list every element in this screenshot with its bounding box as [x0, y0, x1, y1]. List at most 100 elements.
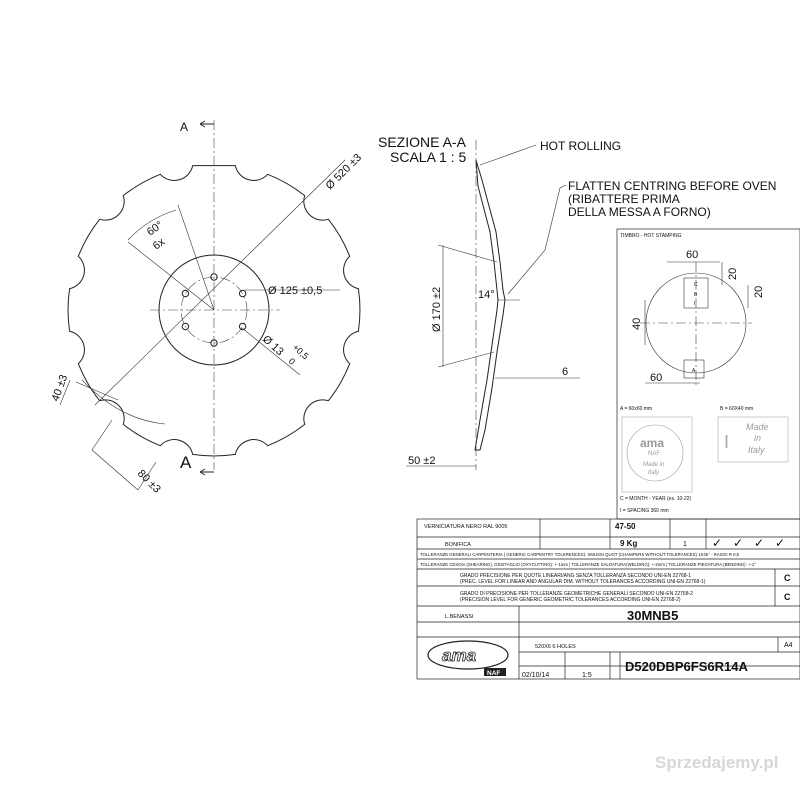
made-italy-line-1: Made [746, 422, 769, 432]
hole-leader [241, 327, 301, 376]
disc-front-view: A A Ø 520 ±3 60° 6x Ø 125 ±0,5 Ø 13 +0,5… [50, 120, 364, 496]
stamp-mark-i: I [694, 301, 695, 307]
title-block: VERNICIATURA NERO RAL 9005 47-50 BONIFIC… [416, 518, 800, 680]
notch-depth-ext [75, 381, 119, 401]
stamp-box-bottom [683, 359, 705, 379]
tb-date: 02/10/14 [522, 672, 549, 679]
tb-check-2: ✓ [733, 536, 743, 550]
count-label: 6x [151, 236, 168, 253]
tb-linear-grade: C [784, 573, 791, 583]
tb-logo-brand: ama [442, 646, 476, 665]
notch-width-line [91, 449, 139, 491]
notch-section-arc [81, 379, 166, 425]
ama-logo-stamp: ama NAF Made in Italy [621, 416, 693, 493]
made-italy-line-2: in [754, 433, 761, 443]
tb-geom-2: (PRECISION LEVEL FOR GENERIC GEOMETRIC T… [460, 597, 681, 603]
stamp-mark-a: A [692, 368, 696, 374]
hot-rolling-note: HOT ROLLING [540, 139, 621, 153]
tb-weight: 9 Kg [620, 539, 637, 548]
flatten-note-3: DELLA MESSA A FORNO) [568, 205, 711, 219]
tb-format: A4 [784, 642, 793, 649]
watermark: Sprzedajemy.pl [655, 753, 778, 772]
stamp-mark-b: B [694, 292, 698, 298]
made-in-italy-stamp: I Made in Italy [717, 416, 789, 463]
bolt-hole [238, 289, 247, 298]
tb-check-3: ✓ [754, 536, 764, 550]
tb-designer: L.BENASSI [445, 614, 474, 620]
angle-ray-a [127, 241, 215, 311]
section-arrow-bottom [199, 468, 214, 476]
tb-geom-1: GRADO DI PRECISIONE PER TOLLERANZE GEOME… [460, 591, 693, 597]
stamp-dim-60-bottom: 60 [650, 372, 662, 384]
tb-paint: VERNICIATURA NERO RAL 9005 [424, 524, 507, 530]
bolt-circle-label: Ø 125 ±0,5 [268, 285, 322, 297]
ama-logo-made-2: Italy [648, 470, 660, 476]
disc-outline [67, 165, 361, 457]
stamp-mark-c: C [694, 282, 698, 288]
section-letter-bottom: A [180, 453, 192, 472]
tb-logo-sub: NAF [487, 670, 500, 677]
bolt-hole [181, 322, 190, 331]
notch-depth-line [59, 379, 71, 406]
title-block-logo: ama NAF [427, 640, 509, 677]
tb-treatment: BONIFICA [445, 542, 471, 548]
bolt-hole [181, 289, 190, 298]
ama-logo-brand: ama [640, 436, 664, 450]
notch-depth-label: 40 ±3 [50, 373, 71, 403]
disc-section-profile [474, 159, 506, 451]
stamp-dim-60-top: 60 [686, 249, 698, 261]
angle-ray-b [177, 204, 215, 311]
stamping-sheet: TIMBRO - HOT STAMPING C B I A 60 20 20 4… [616, 228, 800, 520]
tb-scale: 1:5 [582, 672, 592, 679]
tb-linear-2: (PREC. LEVEL FOR LINEAR AND ANGULAR DIM.… [460, 579, 706, 585]
outer-dia-label: Ø 520 ±3 [324, 152, 364, 192]
dish-depth-label: 50 ±2 [408, 455, 435, 467]
stamp-dim-40: 40 [631, 318, 643, 330]
bolt-hole [238, 322, 247, 331]
stamp-note-c: C = MONTH - YEAR (es. 10-22) [620, 496, 692, 502]
tb-material: 30MNB5 [627, 608, 678, 623]
stamp-note-i: I = SPACING 360 mm [620, 508, 669, 514]
center-flat-ext-top [437, 244, 498, 263]
section-scale: SCALA 1 : 5 [390, 149, 466, 165]
section-arrow-top [199, 120, 214, 128]
tb-check-1: ✓ [712, 536, 722, 550]
stamp-note-b: B = 60X40 mm [720, 406, 753, 412]
made-italy-mark-i: I [724, 432, 729, 452]
angle-label: 60° [145, 219, 166, 238]
tb-code: D520DBP6FS6R14A [625, 659, 748, 674]
stamp-dim-20b: 20 [753, 286, 765, 298]
angle-arc [127, 209, 177, 241]
stamp-dim-20a: 20 [727, 268, 739, 280]
flatten-note-1: FLATTEN CENTRING BEFORE OVEN [568, 179, 776, 193]
hot-rolling-leader [479, 144, 537, 166]
section-title: SEZIONE A-A [378, 134, 467, 150]
notch-width-label: 80 ±3 [135, 468, 163, 496]
outer-dia-leader [94, 159, 346, 406]
tb-description: 520X6 6 HOLES [535, 644, 576, 650]
notch-width-ext-a [91, 419, 113, 451]
tb-linear-1: GRADO PRECISIONE PER QUOTE LINEARI/ANG S… [460, 573, 691, 579]
flatten-note-2: (RIBATTERE PRIMA [568, 192, 680, 206]
tb-hardness: 47-50 [615, 522, 636, 531]
stamping-frame [616, 228, 800, 520]
bevel-angle-label: 14° [478, 289, 495, 301]
tb-tol-cuts: TOLLERANZE CESOIA (SHEARING), OSSITAGLIO… [420, 562, 756, 567]
section-view: SEZIONE A-A SCALA 1 : 5 HOT ROLLING FLAT… [378, 134, 776, 470]
stamp-box-top [683, 277, 709, 309]
bolt-holes [181, 273, 247, 347]
flatten-leader [507, 184, 567, 295]
thickness-label: 6 [562, 366, 568, 378]
tb-quantity: 1 [683, 541, 687, 548]
ama-logo-made-1: Made in [643, 462, 665, 468]
hole-tol-lower: 0 [287, 356, 297, 367]
title-block-frame [416, 518, 800, 680]
tb-tol-general: TOLLERANZE GENERALI CARPENTERIA ( GENERI… [420, 552, 740, 557]
ama-logo-sub: NAF [648, 451, 660, 457]
made-italy-line-3: Italy [748, 445, 765, 455]
tb-geom-grade: C [784, 592, 791, 602]
section-letter-top: A [180, 120, 188, 134]
stamp-note-a: A = 60x60 mm [620, 406, 652, 412]
center-flat-label: Ø 170 ±2 [431, 287, 443, 332]
